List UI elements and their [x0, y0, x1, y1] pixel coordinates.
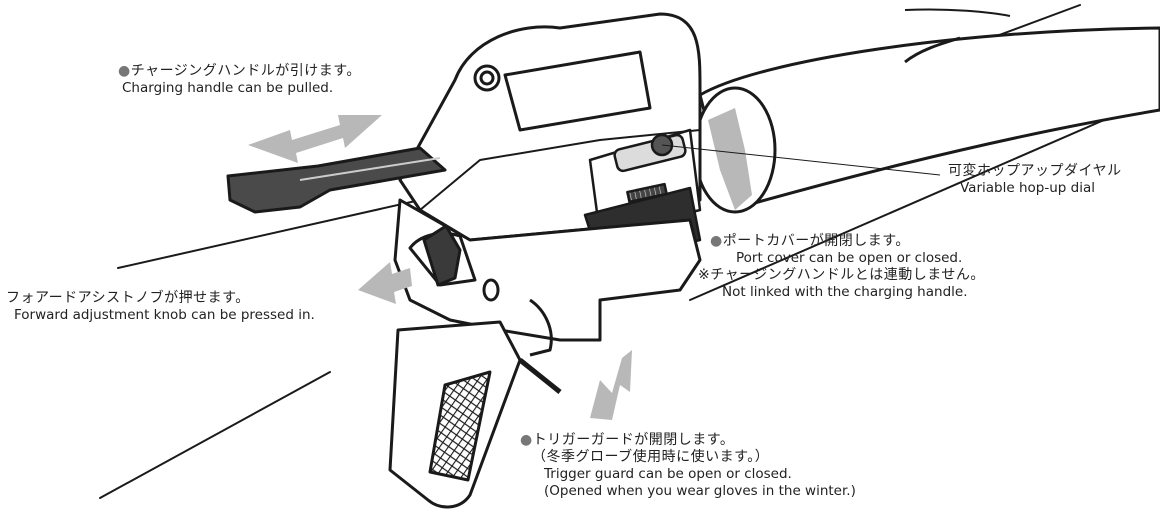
- bullet-icon: ●: [710, 233, 723, 249]
- pistol-grip: [388, 320, 522, 509]
- motion-arrows: [248, 108, 752, 420]
- hop-up-arrow: [708, 108, 752, 210]
- port-cover-label-jp: ポートカバーが開閉します。: [722, 233, 910, 249]
- port-cover-callout: ●ポートカバーが開閉します。 Port cover can be open or…: [698, 233, 985, 301]
- bullet-icon: ●: [118, 63, 131, 79]
- port-cover-note-jp: ※チャージングハンドルとは連動しません。: [698, 267, 985, 283]
- charging-handle-callout: ●チャージングハンドルが引けます。 Charging handle can be…: [118, 63, 361, 97]
- hop-up-callout: 可変ホップアップダイヤル Variable hop-up dial: [948, 163, 1122, 197]
- hop-up-leader-line: [661, 144, 941, 176]
- trigger-guard-arrow: [590, 350, 632, 420]
- charging-handle: [226, 146, 447, 214]
- trigger-guard-label-jp: トリガーガードが開閉します。: [532, 432, 735, 448]
- forward-assist-callout: フォアードアシストノブが押せます。 Forward adjustment kno…: [6, 290, 315, 324]
- bullet-icon: ●: [520, 432, 533, 448]
- trigger-guard-sub-jp: （冬季グローブ使用時に使います。）: [532, 449, 770, 465]
- hop-up-label-en: Variable hop-up dial: [960, 180, 1095, 196]
- charging-handle-arrow: [248, 115, 382, 163]
- trigger-guard-callout: ●トリガーガードが開閉します。 （冬季グローブ使用時に使います。） Trigge…: [520, 432, 856, 500]
- trigger-guard-sub-en: (Opened when you wear gloves in the wint…: [544, 483, 856, 499]
- forward-assist-label-jp: フォアードアシストノブが押せます。: [6, 290, 250, 306]
- charging-handle-label-en: Charging handle can be pulled.: [122, 80, 334, 96]
- port-cover-label-en: Port cover can be open or closed.: [736, 250, 963, 266]
- hop-up-label-jp: 可変ホップアップダイヤル: [948, 163, 1122, 179]
- forward-assist-label-en: Forward adjustment knob can be pressed i…: [14, 307, 315, 323]
- ejection-port: [583, 128, 702, 264]
- charging-handle-label-jp: チャージングハンドルが引けます。: [130, 63, 361, 79]
- port-cover-note-en: Not linked with the charging handle.: [722, 284, 968, 300]
- trigger-guard-label-en: Trigger guard can be open or closed.: [544, 466, 792, 482]
- forward-assist-knob: [422, 224, 462, 287]
- forward-assist-arrow: [358, 262, 412, 304]
